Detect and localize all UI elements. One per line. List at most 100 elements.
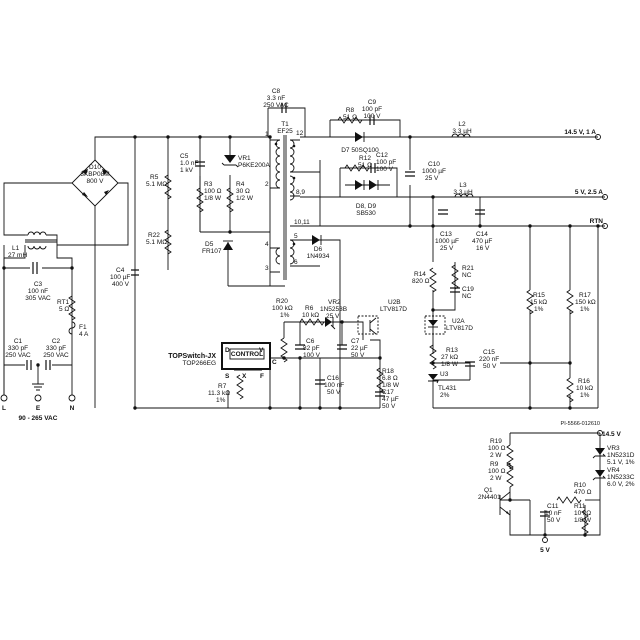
label-r3-rating: 1/8 W xyxy=(204,195,222,202)
label-r5: R5 xyxy=(150,174,159,181)
diode-bridge-icon xyxy=(82,169,109,197)
pin-c: C xyxy=(272,359,277,366)
components xyxy=(0,103,608,410)
label-r15-value: 15 kΩ xyxy=(530,299,547,306)
label-u2b: U2B xyxy=(388,299,401,306)
label-c17: C17 xyxy=(382,389,394,396)
label-c3-rating: 305 VAC xyxy=(25,295,51,302)
label-c2-value: 330 pF xyxy=(46,345,66,352)
label-c10-rating: 25 V xyxy=(425,175,439,182)
label-c2: C2 xyxy=(52,338,61,345)
label-r18-value: 6.8 Ω xyxy=(382,375,398,382)
label-vr2-part: 1N5253B xyxy=(320,306,347,313)
label-d8-d9-part: SB530 xyxy=(356,210,376,217)
label-topswitch-part: TOP266EG xyxy=(183,360,216,367)
label-r8: R8 xyxy=(346,107,355,114)
label-rt1-value: 5 Ω xyxy=(59,306,69,313)
label-q1-part: 2N4401 xyxy=(478,494,501,501)
label-vr2-rating: 25 V xyxy=(326,313,340,320)
label-c1: C1 xyxy=(14,338,23,345)
label-t1: T1 xyxy=(281,121,289,128)
output-5v-alt-label: 5 V xyxy=(540,547,550,554)
label-c14-value: 470 µF xyxy=(472,238,492,245)
label-r13-value: 27 kΩ xyxy=(441,354,458,361)
label-rt1: RT1 xyxy=(57,299,70,306)
label-r22-value: 5.1 MΩ xyxy=(146,239,167,246)
label-c3-value: 100 nF xyxy=(28,288,48,295)
label-f1-value: 4 A xyxy=(79,331,89,338)
label-vr3: VR3 xyxy=(607,445,620,452)
label-c9: C9 xyxy=(368,99,377,106)
output-14v5-alt-label: 14.5 V xyxy=(602,431,621,438)
label-u2a: U2A xyxy=(452,318,465,325)
label-r9: R9 xyxy=(490,461,499,468)
label-vr3-rating: 5.1 V, 1% xyxy=(607,459,635,466)
label-c8-value: 3.3 nF xyxy=(267,95,285,102)
pin-2: 2 xyxy=(265,181,269,188)
label-r9-value: 100 Ω xyxy=(488,468,506,475)
label-r14: R14 xyxy=(414,271,426,278)
pin-12: 12 xyxy=(296,130,304,137)
label-r12: R12 xyxy=(359,155,371,162)
label-pi-number: PI-5566-012610 xyxy=(561,421,600,427)
label-r16-value: 10 kΩ xyxy=(576,385,593,392)
label-c12: C12 xyxy=(376,152,388,159)
label-c19-value: NC xyxy=(462,293,472,300)
label-c5: C5 xyxy=(180,153,189,160)
label-c1-rating: 250 VAC xyxy=(5,352,31,359)
label-r20-rating: 1% xyxy=(280,312,290,319)
label-vr4-part: 1N5233C xyxy=(607,474,635,481)
label-r22: R22 xyxy=(148,232,160,239)
alt-bias-circuit xyxy=(499,430,607,543)
label-d6: D6 xyxy=(314,246,323,253)
label-r16-rating: 1% xyxy=(580,392,590,399)
pin-3: 3 xyxy=(265,265,269,272)
label-r18: R18 xyxy=(382,368,394,375)
label-r9-rating: 2 W xyxy=(490,475,502,482)
label-u2a-part: LTV817D xyxy=(446,325,473,332)
labels: C8 3.3 nF 250 VAC T1 EF25 R8 51 Ω C9 100… xyxy=(2,88,635,554)
fuse-f1-icon xyxy=(68,321,76,335)
label-r21: R21 xyxy=(462,265,474,272)
label-r3: R3 xyxy=(204,181,213,188)
label-r4-value: 30 Ω xyxy=(236,188,250,195)
label-l3: L3 xyxy=(459,182,467,189)
label-c15: C15 xyxy=(483,349,495,356)
pin-6: 6 xyxy=(294,259,298,266)
terminal-e: E xyxy=(36,405,41,412)
wiring xyxy=(3,107,605,409)
label-c12-rating: 100 V xyxy=(376,166,394,173)
label-d6-part: 1N4934 xyxy=(307,253,330,260)
label-c6-rating: 100 V xyxy=(303,352,321,359)
transformer-t1-icon xyxy=(270,135,300,280)
label-c3: C3 xyxy=(34,281,43,288)
label-c9-rating: 100 V xyxy=(364,113,382,120)
label-vr1-part: P6KE200A xyxy=(238,162,270,169)
label-vr4: VR4 xyxy=(607,467,620,474)
pin-4: 4 xyxy=(265,241,269,248)
label-c8-rating: 250 VAC xyxy=(263,102,289,109)
label-r19-rating: 2 W xyxy=(490,452,502,459)
terminal-n: N xyxy=(70,405,75,412)
label-vr1: VR1 xyxy=(238,155,251,162)
pin-d: D xyxy=(225,347,230,354)
label-c6: C6 xyxy=(306,338,315,345)
label-c15-value: 220 nF xyxy=(479,356,499,363)
label-d8-d9: D8, D9 xyxy=(356,203,377,210)
label-c16-rating: 50 V xyxy=(327,389,341,396)
label-c4: C4 xyxy=(116,267,125,274)
label-vr4-rating: 6.0 V, 2% xyxy=(607,481,635,488)
label-r16: R16 xyxy=(578,378,590,385)
label-r3-value: 100 Ω xyxy=(204,188,222,195)
label-c7: C7 xyxy=(351,338,360,345)
label-r20: R20 xyxy=(276,298,288,305)
label-u3-rating: 2% xyxy=(440,392,450,399)
label-r18-rating: 1/8 W xyxy=(382,382,400,389)
pin-s: S xyxy=(225,373,230,380)
label-c19: C19 xyxy=(462,286,474,293)
label-r19: R19 xyxy=(490,438,502,445)
label-c8: C8 xyxy=(272,88,281,95)
label-r17-rating: 1% xyxy=(580,306,590,313)
label-d5-part: FR107 xyxy=(202,248,222,255)
